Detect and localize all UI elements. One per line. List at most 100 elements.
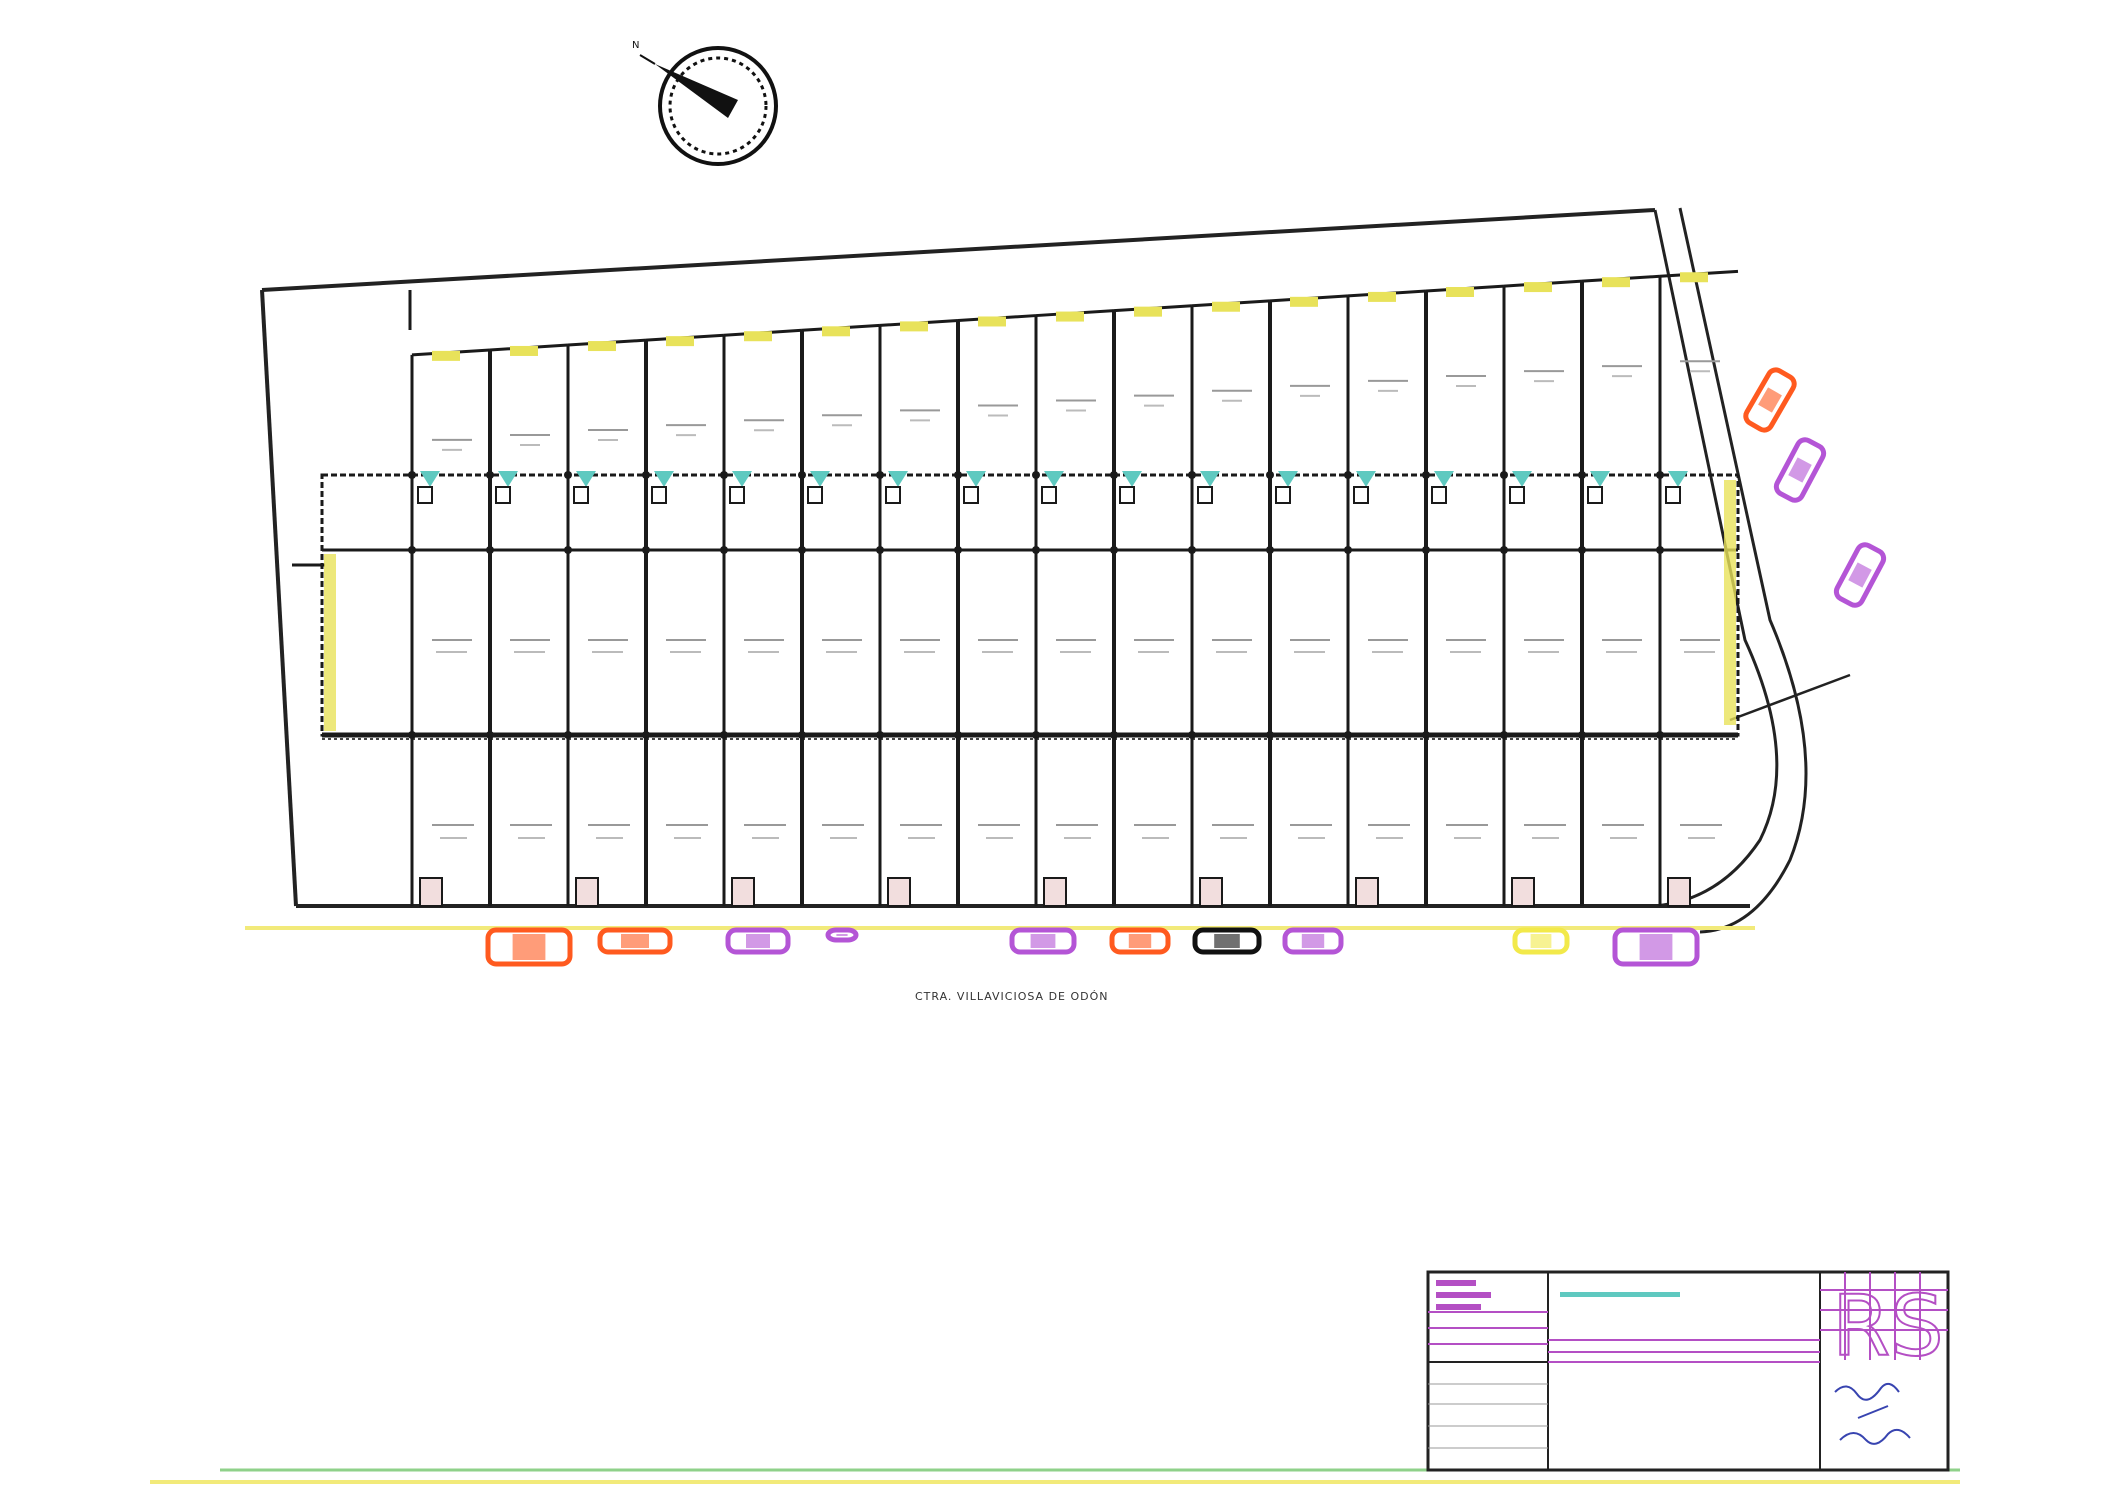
car-roof — [1301, 934, 1325, 948]
column — [642, 546, 650, 554]
entrance — [1043, 877, 1067, 907]
cars-layer — [485, 367, 1887, 967]
car-body — [1773, 437, 1827, 503]
car-roof — [1128, 934, 1152, 948]
column — [798, 471, 806, 479]
column — [1110, 546, 1118, 554]
column — [1656, 546, 1664, 554]
stair-well — [1665, 486, 1681, 504]
car-roof — [1788, 457, 1812, 483]
stair-well — [1431, 486, 1447, 504]
car-roof — [746, 934, 770, 948]
column — [1578, 471, 1586, 479]
hedge — [1212, 301, 1240, 312]
car-icon — [1512, 927, 1570, 955]
hedge — [1056, 311, 1084, 322]
column — [1656, 731, 1664, 739]
stair-icon — [1512, 471, 1532, 487]
street-label-bottom: CTRA. VILLAVICIOSA DE ODÓN — [915, 990, 1109, 1003]
car-icon — [825, 927, 859, 943]
column — [1188, 731, 1196, 739]
car-icon — [1109, 927, 1171, 955]
column — [486, 471, 494, 479]
stair-icon — [966, 471, 986, 487]
north-arrow-icon: N — [632, 40, 778, 166]
hedge — [1524, 282, 1552, 293]
column — [1110, 471, 1118, 479]
car-icon — [725, 927, 791, 955]
hedge — [822, 326, 850, 337]
car-icon — [1612, 927, 1700, 967]
car-icon — [485, 927, 573, 967]
logo-text: RS — [1832, 1277, 1944, 1375]
car-roof — [1639, 934, 1673, 960]
stair-well — [1119, 486, 1135, 504]
column — [1188, 546, 1196, 554]
column — [1032, 471, 1040, 479]
stair-well — [885, 486, 901, 504]
entrance — [1355, 877, 1379, 907]
stair-well — [1587, 486, 1603, 504]
column — [1110, 731, 1118, 739]
car-roof — [512, 934, 546, 960]
stair-well — [1275, 486, 1291, 504]
car-roof — [1030, 934, 1056, 948]
car-icon — [1773, 437, 1827, 503]
column — [1422, 471, 1430, 479]
stair-well — [495, 486, 511, 504]
stair-icon — [1434, 471, 1454, 487]
hedge — [744, 331, 772, 342]
column — [954, 471, 962, 479]
stair-well — [807, 486, 823, 504]
column — [1500, 471, 1508, 479]
car-icon — [1743, 367, 1797, 433]
stair-icon — [1122, 471, 1142, 487]
column — [720, 471, 728, 479]
column — [1266, 471, 1274, 479]
car-body — [1833, 542, 1887, 608]
svg-text:N: N — [632, 40, 639, 51]
column — [954, 731, 962, 739]
stair-icon — [1200, 471, 1220, 487]
column — [1032, 731, 1040, 739]
car-roof — [836, 934, 848, 936]
car-roof — [1214, 934, 1240, 948]
building-block — [320, 473, 1740, 737]
entrance — [887, 877, 911, 907]
column — [1344, 546, 1352, 554]
hedge — [978, 316, 1006, 327]
entrance — [575, 877, 599, 907]
column — [720, 546, 728, 554]
column — [642, 731, 650, 739]
stair-well — [963, 486, 979, 504]
hedge — [510, 345, 538, 356]
car-roof — [621, 934, 649, 948]
column — [408, 471, 416, 479]
site-boundary — [260, 207, 1851, 934]
stair-icon — [732, 471, 752, 487]
stair-icon — [576, 471, 596, 487]
company-logo: RS — [1820, 1272, 1948, 1376]
car-icon — [1833, 542, 1887, 608]
stair-well — [417, 486, 433, 504]
column — [1344, 471, 1352, 479]
stair-icon — [1044, 471, 1064, 487]
column — [1344, 731, 1352, 739]
column — [1578, 731, 1586, 739]
column — [1032, 546, 1040, 554]
column — [408, 546, 416, 554]
column — [1422, 731, 1430, 739]
column — [1500, 546, 1508, 554]
column — [954, 546, 962, 554]
entrance — [731, 877, 755, 907]
car-icon — [597, 927, 673, 955]
hedge — [1602, 277, 1630, 288]
column — [1578, 546, 1586, 554]
car-roof — [1758, 387, 1782, 413]
column — [720, 731, 728, 739]
car-body — [1743, 367, 1797, 433]
column — [876, 546, 884, 554]
title-block: RS — [1426, 1270, 1950, 1472]
column — [642, 471, 650, 479]
stair-well — [651, 486, 667, 504]
